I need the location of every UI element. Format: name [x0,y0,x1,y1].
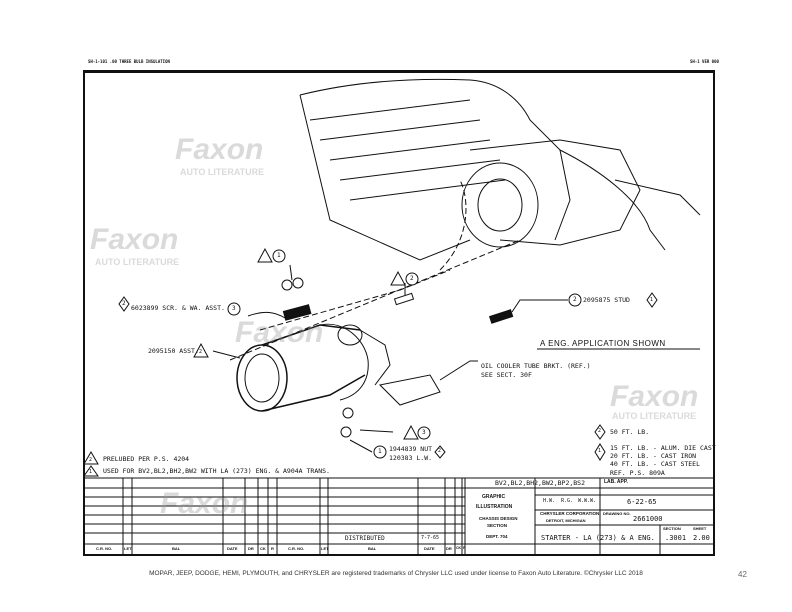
col-header: DATE [424,546,435,551]
callout-number: 2 [573,296,577,303]
callout-number: 1 [378,448,382,455]
starter-label: 2095150 ASST. [148,347,199,355]
callout-number: 3 [232,305,236,312]
torque-reference: REF. P.S. 809A [610,469,665,477]
callout-number: 3 [422,429,426,436]
sheet-number: 2.00 [693,534,710,542]
callout-number: 2 [199,349,203,355]
torque-value: 50 FT. LB. [610,428,650,436]
torque-flag: 2 [598,428,602,434]
section-label: SECTION [487,523,508,528]
torque-line: 40 FT. LB. - CAST STEEL [610,460,701,468]
section-number: .3001 [665,534,687,542]
note-flag: 2 [89,457,93,463]
callout-number: 2 [438,448,442,454]
watermark-sub: AUTO LITERATURE [180,167,265,177]
col-header: LET [321,546,329,551]
col-header: C.R. NO. [96,546,113,551]
watermark-logo: Faxon [175,133,264,166]
header-right: SH-1 VER 000 [690,59,719,64]
col-header: DR [248,546,254,551]
lab-app-label: LAB. APP. [604,479,628,485]
oil-cooler-label: OIL COOLER TUBE BRKT. (REF.) [481,362,591,370]
torque-line: 15 FT. LB. - ALUM. DIE CAST [610,444,716,452]
callout-number: 2 [122,300,126,307]
callout-number: 2 [410,275,414,282]
chassis-label: CHASSIS DESIGN [479,516,518,521]
col-header: LET [124,546,132,551]
drawing-number-label: DRAWING NO. [603,511,631,516]
screw-label: 6023899 SCR. & WA. ASST. [131,304,225,312]
watermark-logo: Faxon [160,487,249,520]
stud-label: 2095875 STUD [583,296,630,304]
col-header: CK [456,546,462,550]
torque-flag: 1 [598,448,602,454]
models: BV2,BL2,BH2,BW2,BP2,BS2 [495,479,586,487]
torque-line: 20 FT. LB. - CAST IRON [610,452,697,460]
watermark-logo: Faxon [90,223,179,256]
dept-label: DEPT. 704 [486,534,508,539]
checker: H.W. [543,498,556,504]
oil-cooler-ref: SEE SECT. 30F [481,371,532,379]
trademark-footer: MOPAR, JEEP, DODGE, HEMI, PLYMOUTH, and … [149,570,643,577]
col-header: DR [446,546,452,551]
watermark-sub: AUTO LITERATURE [612,411,697,421]
application-note: A ENG. APPLICATION SHOWN [540,339,666,348]
col-header: BAL [368,546,377,551]
note-flag: 1 [89,469,93,475]
company-city: DETROIT, MICHIGAN [546,518,586,523]
col-header: CK [260,546,266,551]
col-header: C.R. NO. [288,546,305,551]
washer-label: 120383 L.W. [389,454,433,462]
watermark-logo: Faxon [235,316,324,349]
drawing-date: 6-22-65 [627,498,657,506]
nut-label: 1944839 NUT [389,445,433,453]
watermark-sub: AUTO LITERATURE [95,257,180,267]
distributed-date: 7-7-65 [421,535,440,541]
col-header: BAL [172,546,181,551]
distributed-label: DISTRIBUTED [345,535,385,542]
header-left: SH-1-101 .00 THREE BULB INSULATION [88,59,170,64]
company-name: CHRYSLER CORPORATION [540,511,600,516]
callout-number: 1 [277,252,281,259]
col-header: DATE [227,546,238,551]
col-header: R [271,546,274,551]
graphic-label: GRAPHIC [482,494,506,500]
page-number: 42 [738,570,747,579]
col-header: R [463,546,466,550]
note-prelubed: PRELUBED PER P.S. 4204 [103,455,190,463]
drawing-title: STARTER - LA (273) & A ENG. [541,534,655,542]
drawing-number: 2661000 [633,515,663,523]
section-no-label: SECTION [663,526,681,531]
drawing-frame [83,70,715,556]
checker: R.G. [561,498,574,504]
watermark-logo: Faxon [610,380,699,413]
sheet-label: SHEET [693,526,707,531]
callout-number: 1 [650,297,654,303]
note-usage: USED FOR BV2,BL2,BH2,BW2 WITH LA (273) E… [103,467,330,475]
checker: W.W.W. [578,498,597,504]
illustration-label: ILLUSTRATION [476,504,513,510]
